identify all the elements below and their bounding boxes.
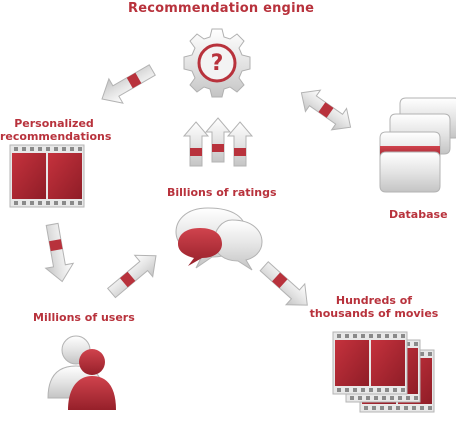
gear-question-icon: ?: [183, 28, 251, 98]
engine-to-recommendations-arrow: [94, 57, 160, 112]
movies-label-line1: Hundreds of: [335, 294, 413, 307]
users-label: Millions of users: [33, 311, 135, 324]
film-strip-icon: [9, 144, 85, 208]
movies-label: Hundreds of thousands of movies: [305, 294, 443, 320]
personalized-recommendations-label: Personalized recommendations: [0, 117, 112, 143]
stacked-film-icon: [332, 331, 435, 413]
speech-bubbles-icon: [175, 207, 263, 271]
svg-text:?: ?: [211, 51, 224, 76]
triple-up-arrow-icon: [183, 117, 253, 167]
diagram-title: Recommendation engine: [128, 1, 315, 16]
personalized-label-line1: Personalized: [14, 117, 94, 130]
ratings-label: Billions of ratings: [167, 186, 277, 199]
movies-label-line2: thousands of movies: [309, 307, 439, 320]
recommendations-to-users-arrow: [37, 221, 77, 285]
users-to-ratings-arrow: [102, 244, 166, 305]
personalized-label-line2: recommendations: [0, 130, 112, 143]
engine-database-arrow: [293, 81, 359, 139]
people-icon: [47, 335, 116, 410]
database-stack-icon: [379, 97, 456, 193]
database-label: Database: [389, 208, 448, 221]
